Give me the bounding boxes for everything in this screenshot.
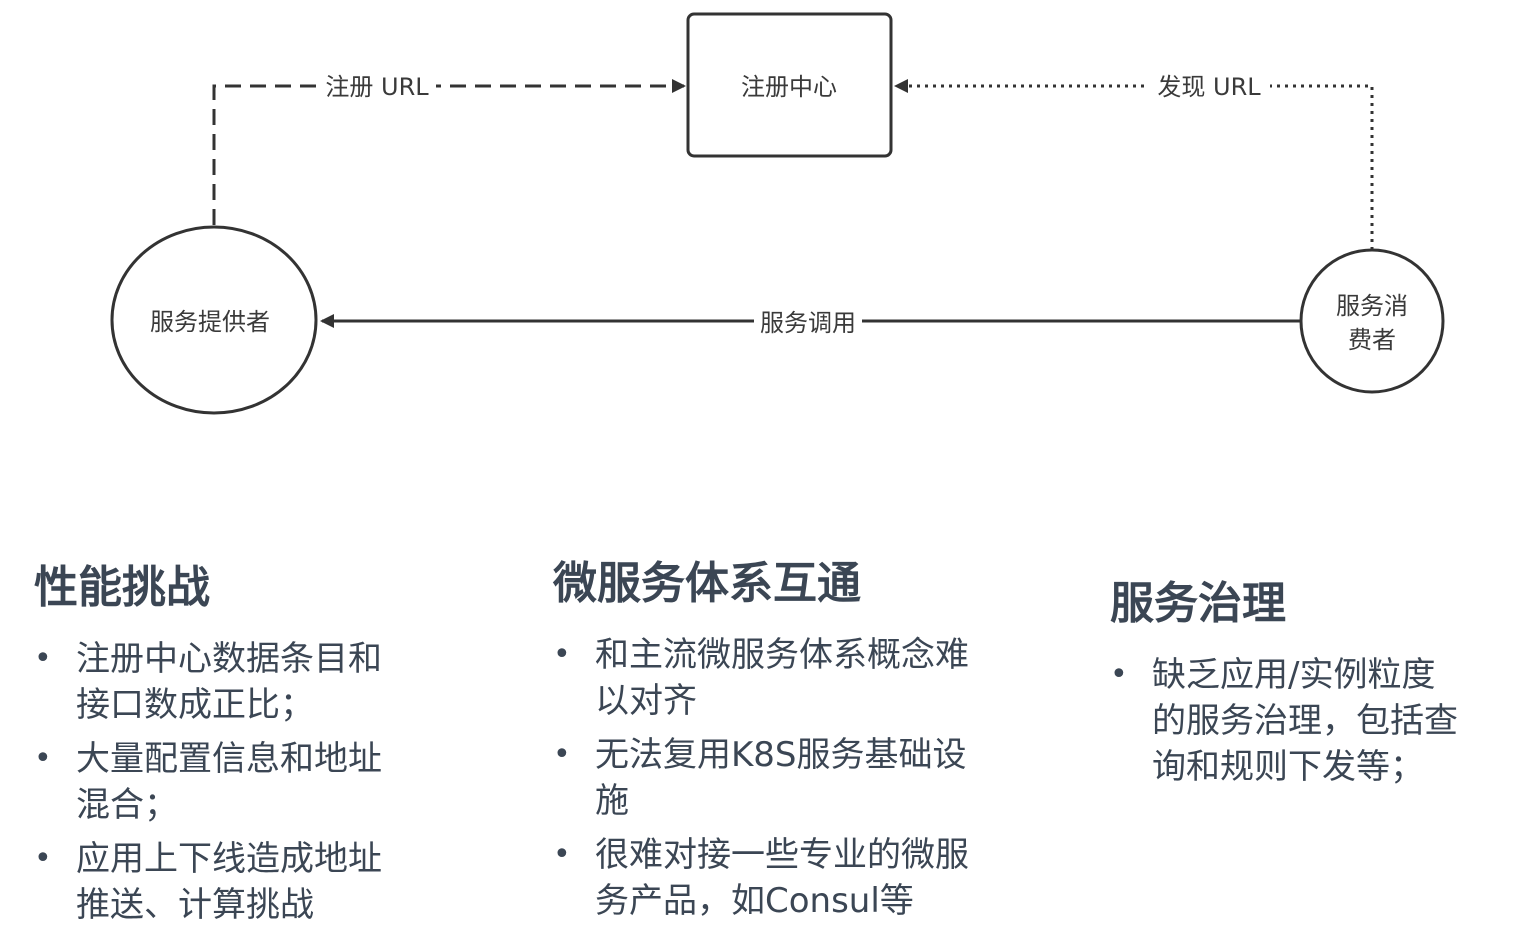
list-item-line: 施	[595, 781, 629, 821]
list-item-line: 务产品，如Consul等	[595, 881, 914, 921]
bullet-icon: •	[34, 841, 52, 876]
provider-node-label: 服务提供者	[150, 308, 270, 336]
register-edge-label-bg	[318, 68, 436, 104]
list-item-line: 无法复用K8S服务基础设	[595, 735, 967, 775]
list-item: • 大量配置信息和地址 混合；	[34, 736, 434, 828]
bullet-icon: •	[553, 837, 571, 872]
provider-node	[110, 225, 318, 415]
bullet-icon: •	[553, 737, 571, 772]
bullet-icon: •	[553, 637, 571, 672]
list-item-line: 大量配置信息和地址	[76, 739, 382, 779]
microservice-interop-section: 微服务体系互通 • 和主流微服务体系概念难 以对齐 • 无法复用K8S服务基础设…	[553, 558, 1013, 932]
list-item-line: 注册中心数据条目和	[76, 639, 382, 679]
list-item-line: 缺乏应用/实例粒度	[1152, 655, 1436, 695]
consumer-node	[1299, 248, 1445, 394]
section-title: 服务治理	[1110, 578, 1286, 629]
registry-node	[686, 12, 893, 158]
list-item: • 很难对接一些专业的微服 务产品，如Consul等	[553, 832, 1013, 924]
list-item-line: 推送、计算挑战	[76, 885, 314, 925]
registry-node-label: 注册中心	[741, 73, 837, 101]
bullet-list: • 和主流微服务体系概念难 以对齐 • 无法复用K8S服务基础设 施 • 很难对…	[553, 632, 1013, 924]
list-item-line: 的服务治理，包括查	[1152, 701, 1458, 741]
consumer-node-label-line2: 费者	[1348, 326, 1396, 354]
list-item: • 缺乏应用/实例粒度 的服务治理，包括查 询和规则下发等；	[1110, 652, 1510, 790]
bullet-list: • 注册中心数据条目和 接口数成正比； • 大量配置信息和地址 混合； • 应用…	[34, 636, 434, 928]
list-item-line: 很难对接一些专业的微服	[595, 835, 969, 875]
discover-edge	[894, 79, 1374, 250]
bullet-icon: •	[34, 741, 52, 776]
list-item: • 注册中心数据条目和 接口数成正比；	[34, 636, 434, 728]
section-title: 微服务体系互通	[553, 558, 861, 609]
list-item-line: 应用上下线造成地址	[76, 839, 382, 879]
performance-challenge-section: 性能挑战 • 注册中心数据条目和 接口数成正比； • 大量配置信息和地址 混合；…	[34, 562, 434, 936]
invoke-edge-label: 服务调用	[760, 309, 856, 337]
bullet-icon: •	[1110, 657, 1128, 692]
architecture-diagram: 注册 URL 发现 URL 服务调用 注册中心 服务提供者 服务消 费者	[110, 12, 1445, 415]
list-item-line: 和主流微服务体系概念难	[595, 635, 969, 675]
list-item-line: 混合；	[76, 785, 178, 825]
section-title: 性能挑战	[34, 562, 210, 613]
discover-edge-label: 发现 URL	[1157, 73, 1261, 101]
list-item: • 应用上下线造成地址 推送、计算挑战	[34, 836, 434, 928]
list-item-line: 接口数成正比；	[76, 685, 314, 725]
discover-edge-label-bg	[1148, 68, 1270, 104]
list-item-line: 询和规则下发等；	[1152, 747, 1424, 787]
register-edge	[212, 79, 686, 225]
register-edge-label: 注册 URL	[325, 73, 429, 101]
service-governance-section: 服务治理 • 缺乏应用/实例粒度 的服务治理，包括查 询和规则下发等；	[1110, 578, 1510, 798]
bullet-icon: •	[34, 641, 52, 676]
list-item: • 和主流微服务体系概念难 以对齐	[553, 632, 1013, 724]
bullet-list: • 缺乏应用/实例粒度 的服务治理，包括查 询和规则下发等；	[1110, 652, 1510, 790]
consumer-node-label-line1: 服务消	[1336, 292, 1408, 320]
list-item: • 无法复用K8S服务基础设 施	[553, 732, 1013, 824]
invoke-edge-label-bg	[754, 304, 862, 340]
list-item-line: 以对齐	[595, 681, 697, 721]
